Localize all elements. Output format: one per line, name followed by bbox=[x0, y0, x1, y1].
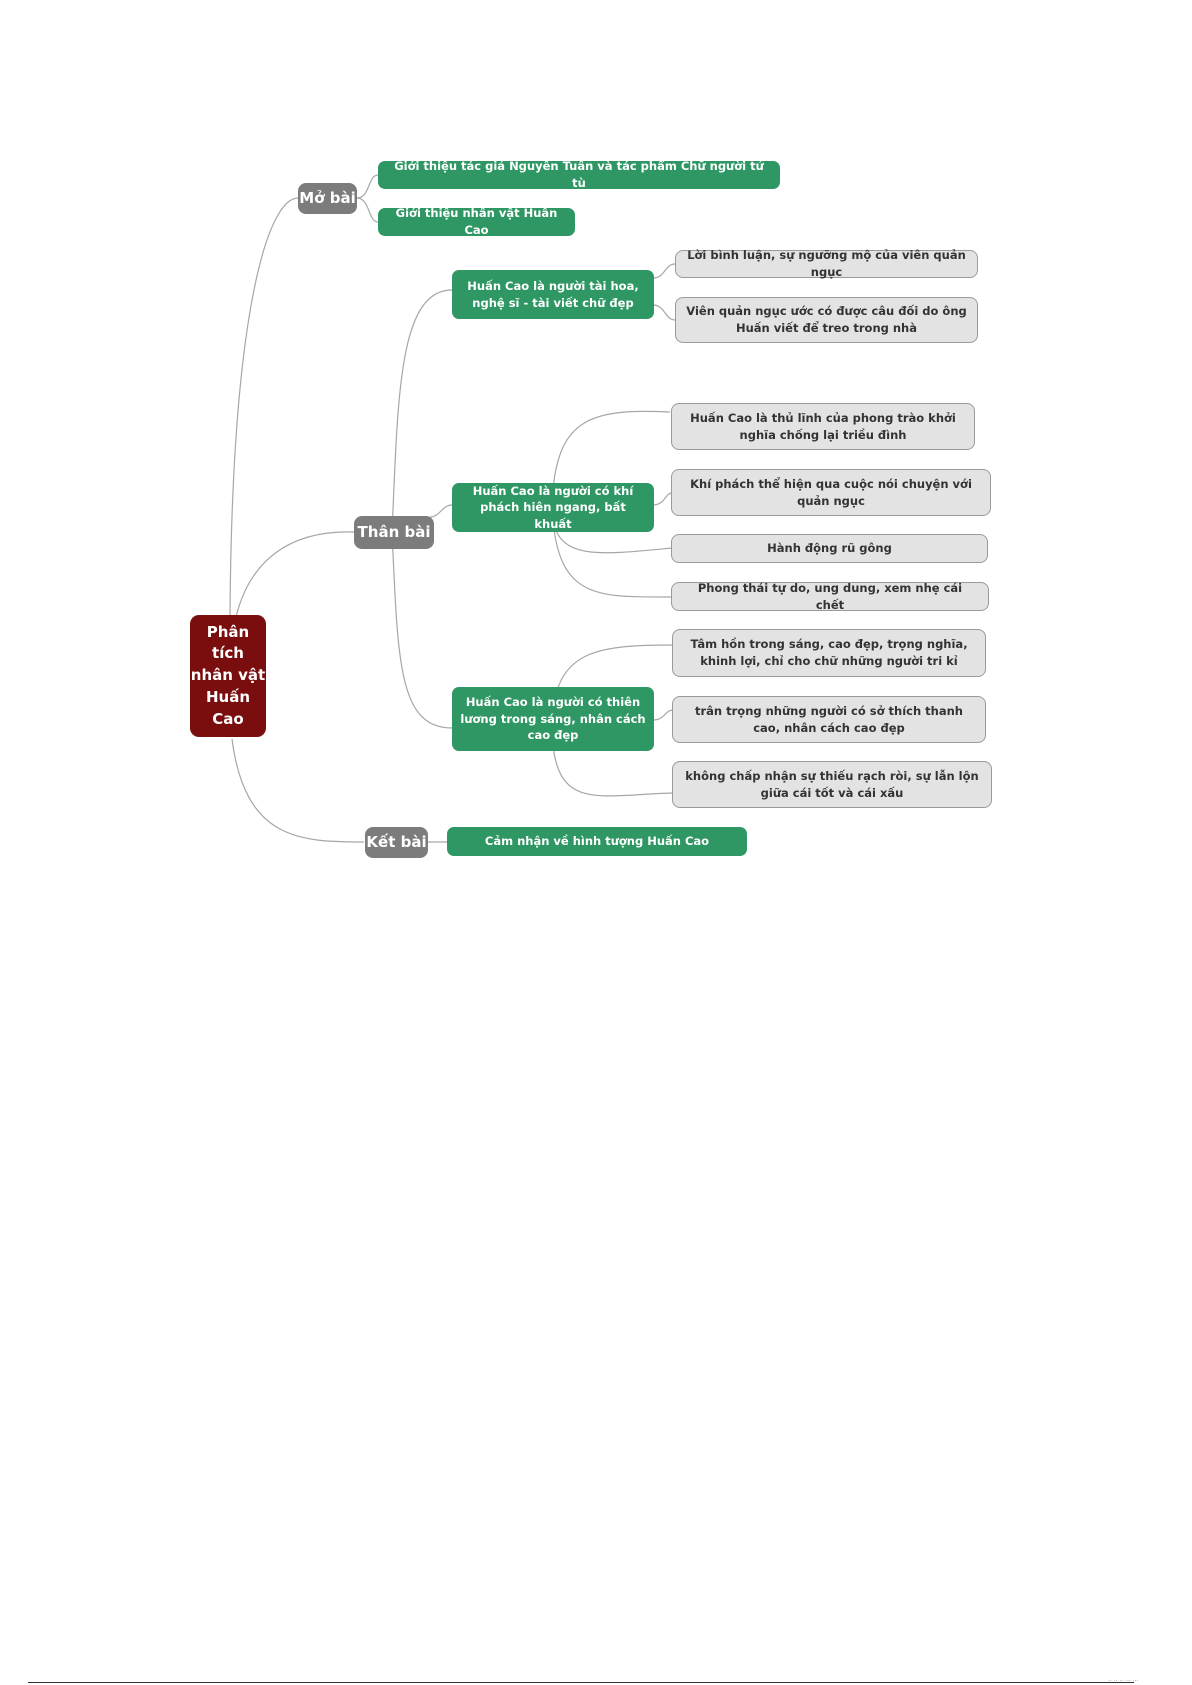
page-bottom-rule bbox=[28, 1682, 1134, 1683]
detail-item: Khí phách thể hiện qua cuộc nói chuyện v… bbox=[671, 469, 991, 516]
intro-item: Giới thiệu nhân vật Huấn Cao bbox=[378, 206, 575, 237]
root-node: Phân tích nhân vật Huấn Cao bbox=[190, 615, 266, 737]
connector bbox=[429, 504, 453, 518]
connector bbox=[356, 174, 379, 199]
section-than-bai: Thân bài bbox=[354, 516, 434, 549]
connector bbox=[229, 197, 299, 618]
conclusion-item: Cảm nhận về hình tượng Huấn Cao bbox=[447, 827, 747, 856]
connector bbox=[552, 744, 674, 797]
connector bbox=[552, 519, 673, 598]
detail-item: không chấp nhận sự thiếu rạch ròi, sự lẫ… bbox=[672, 761, 992, 808]
body-topic: Huấn Cao là người tài hoa, nghệ sĩ - tài… bbox=[452, 270, 654, 319]
detail-item: Huấn Cao là thủ lĩnh của phong trào khởi… bbox=[671, 403, 975, 450]
detail-item: Tâm hồn trong sáng, cao đẹp, trọng nghĩa… bbox=[672, 629, 986, 677]
connector bbox=[652, 492, 673, 506]
intro-item: Giới thiệu tác giả Nguyễn Tuân và tác ph… bbox=[378, 159, 780, 190]
detail-item: Hành động rũ gông bbox=[671, 534, 988, 563]
connector bbox=[552, 410, 671, 490]
footer-marks: ·· ·· ·· ··· ··· bbox=[1108, 1678, 1139, 1685]
connector bbox=[652, 709, 674, 721]
detail-item: Phong thái tự do, ung dung, xem nhẹ cái … bbox=[671, 581, 989, 612]
detail-item: Lời bình luận, sự ngưỡng mộ của viên quả… bbox=[675, 248, 978, 279]
connector bbox=[391, 531, 453, 729]
connector bbox=[652, 304, 676, 321]
body-topic: Huấn Cao là người có thiên lương trong s… bbox=[452, 687, 654, 751]
connector bbox=[652, 263, 676, 279]
connector bbox=[356, 197, 379, 223]
detail-item: trân trọng những người có sở thích thanh… bbox=[672, 696, 986, 743]
section-ket-bai: Kết bài bbox=[365, 827, 428, 858]
detail-item: Viên quản ngục ước có được câu đối do ôn… bbox=[675, 297, 978, 343]
connector bbox=[231, 738, 365, 843]
connector bbox=[391, 289, 453, 533]
section-mo-bai: Mở bài bbox=[298, 183, 357, 214]
connector bbox=[235, 531, 355, 618]
body-topic: Huấn Cao là người có khí phách hiên ngan… bbox=[452, 483, 654, 532]
